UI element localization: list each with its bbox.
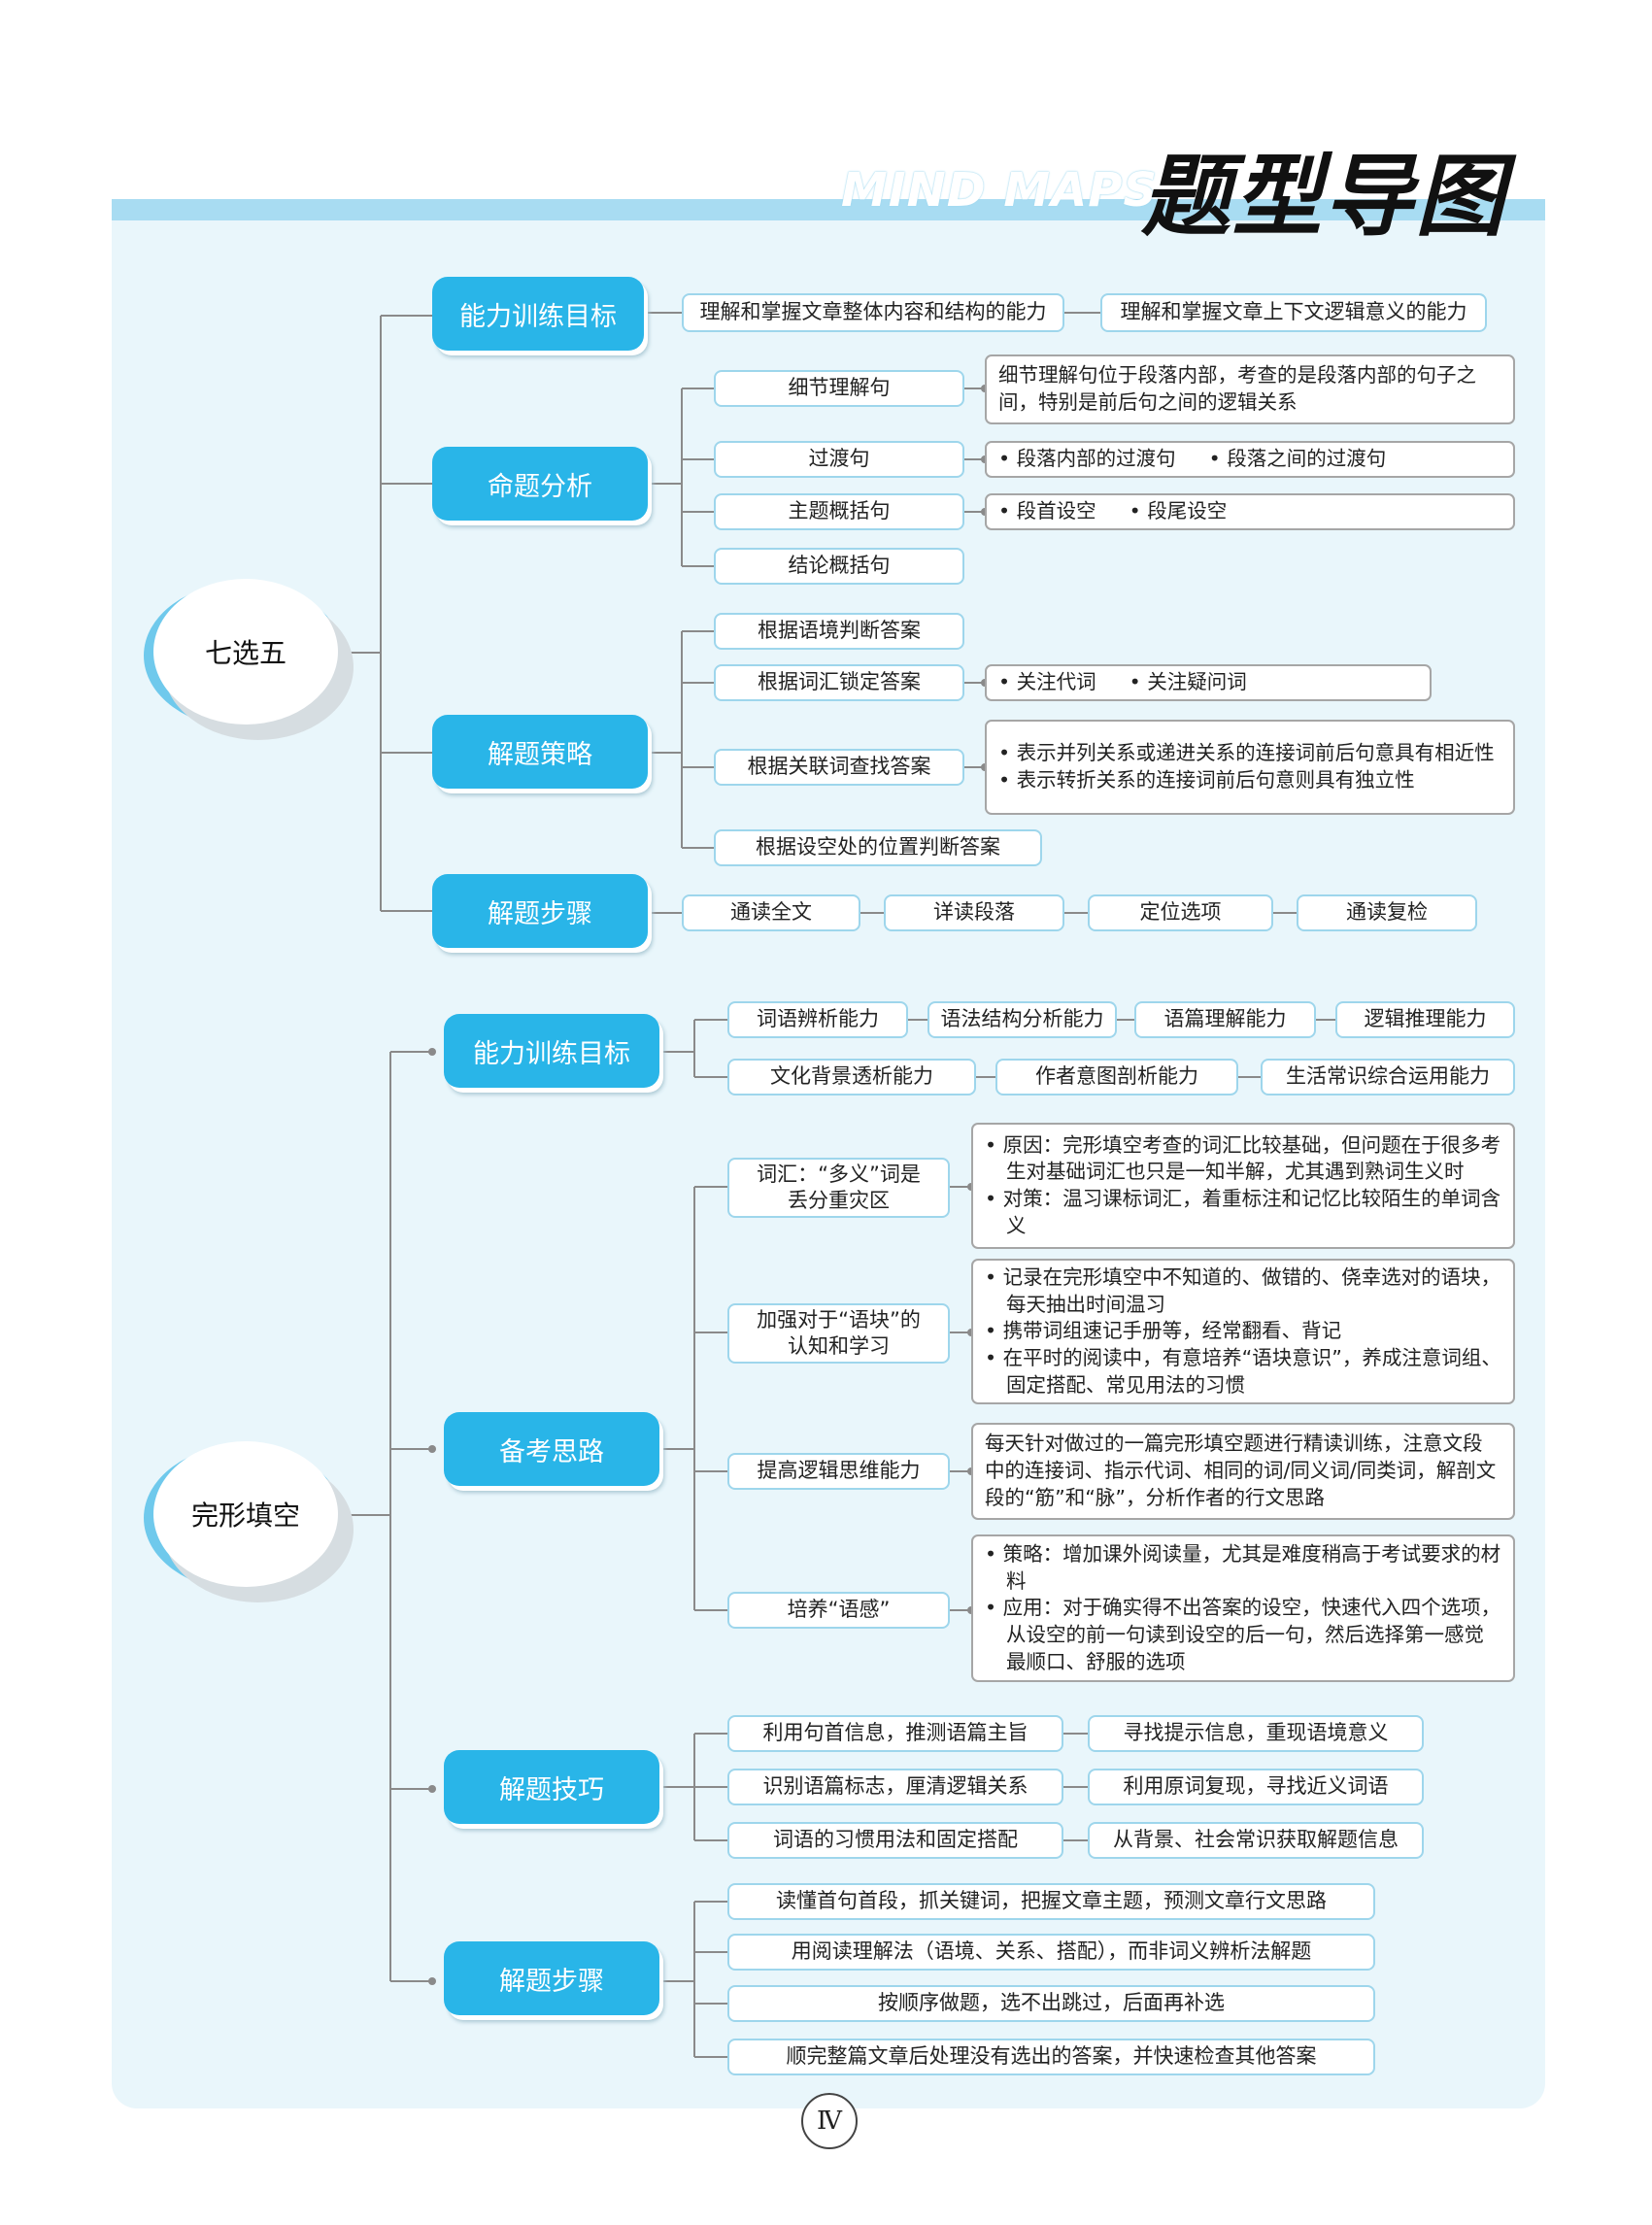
skill-item: 寻找提示信息，重现语境意义 [1088, 1715, 1424, 1752]
ability2-item: 语篇理解能力 [1134, 1001, 1316, 1038]
prep-detail-1: • 原因：完形填空考查的词汇比较基础，但问题在于很多考生对基础词汇也只是一知半解… [971, 1123, 1515, 1249]
ability-item: 理解和掌握文章上下文逻辑意义的能力 [1100, 293, 1487, 332]
step2-item: 用阅读理解法（语境、关系、搭配），而非词义辨析法解题 [727, 1934, 1375, 1971]
step2-item: 顺完整篇文章后处理没有选出的答案，并快速检查其他答案 [727, 2039, 1375, 2075]
category-strategy: 解题策略 [432, 715, 648, 789]
analysis-item: 过渡句 [714, 441, 964, 478]
ability2-item: 词语辨析能力 [727, 1001, 908, 1038]
step-item: 通读复检 [1297, 894, 1477, 931]
step2-item: 按顺序做题，选不出跳过，后面再补选 [727, 1985, 1375, 2022]
ability-item: 理解和掌握文章整体内容和结构的能力 [682, 293, 1064, 332]
skill-item: 从背景、社会常识获取解题信息 [1088, 1822, 1424, 1859]
prep-item: 加强对于“语块”的认知和学习 [727, 1303, 950, 1364]
analysis-item: 结论概括句 [714, 548, 964, 585]
ability2-item: 作者意图剖析能力 [995, 1059, 1238, 1096]
analysis-detail-2: • 段落内部的过渡句 • 段落之间的过渡句 [985, 441, 1515, 478]
category-steps: 解题步骤 [432, 874, 648, 948]
step-item: 通读全文 [682, 894, 860, 931]
ability2-item: 语法结构分析能力 [927, 1001, 1117, 1038]
prep-item: 词汇：“多义”词是丢分重灾区 [727, 1158, 950, 1218]
skill-item: 利用原词复现，寻找近义词语 [1088, 1769, 1424, 1805]
prep-detail-4: • 策略：增加课外阅读量，尤其是难度稍高于考试要求的材料 • 应用：对于确实得不… [971, 1534, 1515, 1682]
prep-detail-2: • 记录在完形填空中不知道的、做错的、侥幸选对的语块，每天抽出时间温习 • 携带… [971, 1259, 1515, 1404]
mind-maps-label: MIND MAPS [841, 163, 1159, 218]
analysis-item: 主题概括句 [714, 493, 964, 530]
category-analysis: 命题分析 [432, 447, 648, 521]
step-item: 详读段落 [884, 894, 1064, 931]
strategy-detail-3: • 表示并列关系或递进关系的连接词前后句意具有相近性 • 表示转折关系的连接词前… [985, 720, 1515, 815]
skill-item: 利用句首信息，推测语篇主旨 [727, 1715, 1063, 1752]
strategy-item: 根据关联词查找答案 [714, 749, 964, 786]
category-skills: 解题技巧 [444, 1750, 659, 1824]
prep-item: 培养“语感” [727, 1592, 950, 1629]
ability2-item: 文化背景透析能力 [727, 1059, 976, 1096]
strategy-detail-2: • 关注代词 • 关注疑问词 [985, 664, 1432, 701]
category-steps-2: 解题步骤 [444, 1941, 659, 2015]
root-node-qixuanwu: 七选五 [153, 579, 338, 725]
header-bar [112, 199, 1545, 220]
prep-item: 提高逻辑思维能力 [727, 1453, 950, 1490]
prep-detail-3: 每天针对做过的一篇完形填空题进行精读训练，注意文段中的连接词、指示代词、相同的词… [971, 1423, 1515, 1520]
category-ability-2: 能力训练目标 [444, 1014, 659, 1088]
strategy-item: 根据语境判断答案 [714, 613, 964, 650]
page-number: Ⅳ [801, 2093, 858, 2149]
strategy-item: 根据设空处的位置判断答案 [714, 829, 1042, 866]
analysis-detail-3: • 段首设空 • 段尾设空 [985, 493, 1515, 530]
analysis-detail-1: 细节理解句位于段落内部，考查的是段落内部的句子之间，特别是前后句之间的逻辑关系 [985, 354, 1515, 424]
root-node-wanxing: 完形填空 [153, 1441, 338, 1587]
page-title: 题型导图 [1141, 145, 1507, 249]
category-ability: 能力训练目标 [432, 277, 644, 351]
skill-item: 词语的习惯用法和固定搭配 [727, 1822, 1063, 1859]
step-item: 定位选项 [1088, 894, 1273, 931]
skill-item: 识别语篇标志，厘清逻辑关系 [727, 1769, 1063, 1805]
analysis-item: 细节理解句 [714, 370, 964, 407]
category-prep: 备考思路 [444, 1412, 659, 1486]
ability2-item: 生活常识综合运用能力 [1261, 1059, 1515, 1096]
step2-item: 读懂首句首段，抓关键词，把握文章主题，预测文章行文思路 [727, 1883, 1375, 1920]
strategy-item: 根据词汇锁定答案 [714, 664, 964, 701]
ability2-item: 逻辑推理能力 [1335, 1001, 1515, 1038]
